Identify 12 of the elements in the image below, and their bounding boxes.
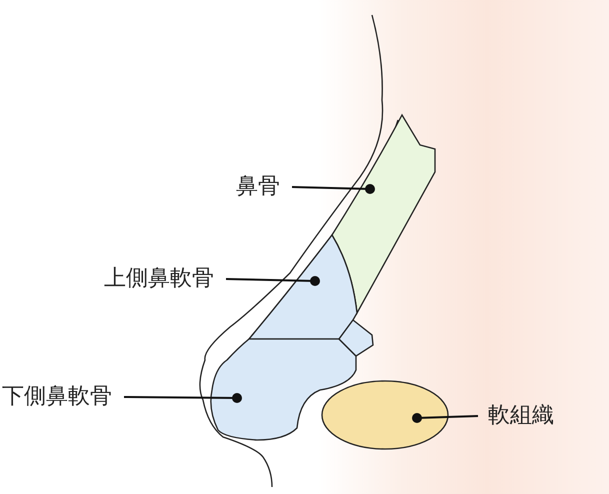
anatomy-region: [331, 114, 436, 314]
leader-line: [292, 184, 375, 194]
part-label: 下側鼻軟骨: [2, 384, 112, 410]
leader-line: [226, 276, 320, 286]
soft-tissue-region: [321, 380, 449, 450]
part-label: 上側鼻軟骨: [104, 266, 214, 292]
leader-line: [124, 393, 242, 403]
anatomy-region: [248, 234, 358, 340]
part-label: 軟組織: [488, 403, 554, 430]
part-label: 鼻骨: [236, 174, 280, 200]
leader-line: [412, 413, 478, 423]
anatomy-region: [210, 338, 357, 441]
